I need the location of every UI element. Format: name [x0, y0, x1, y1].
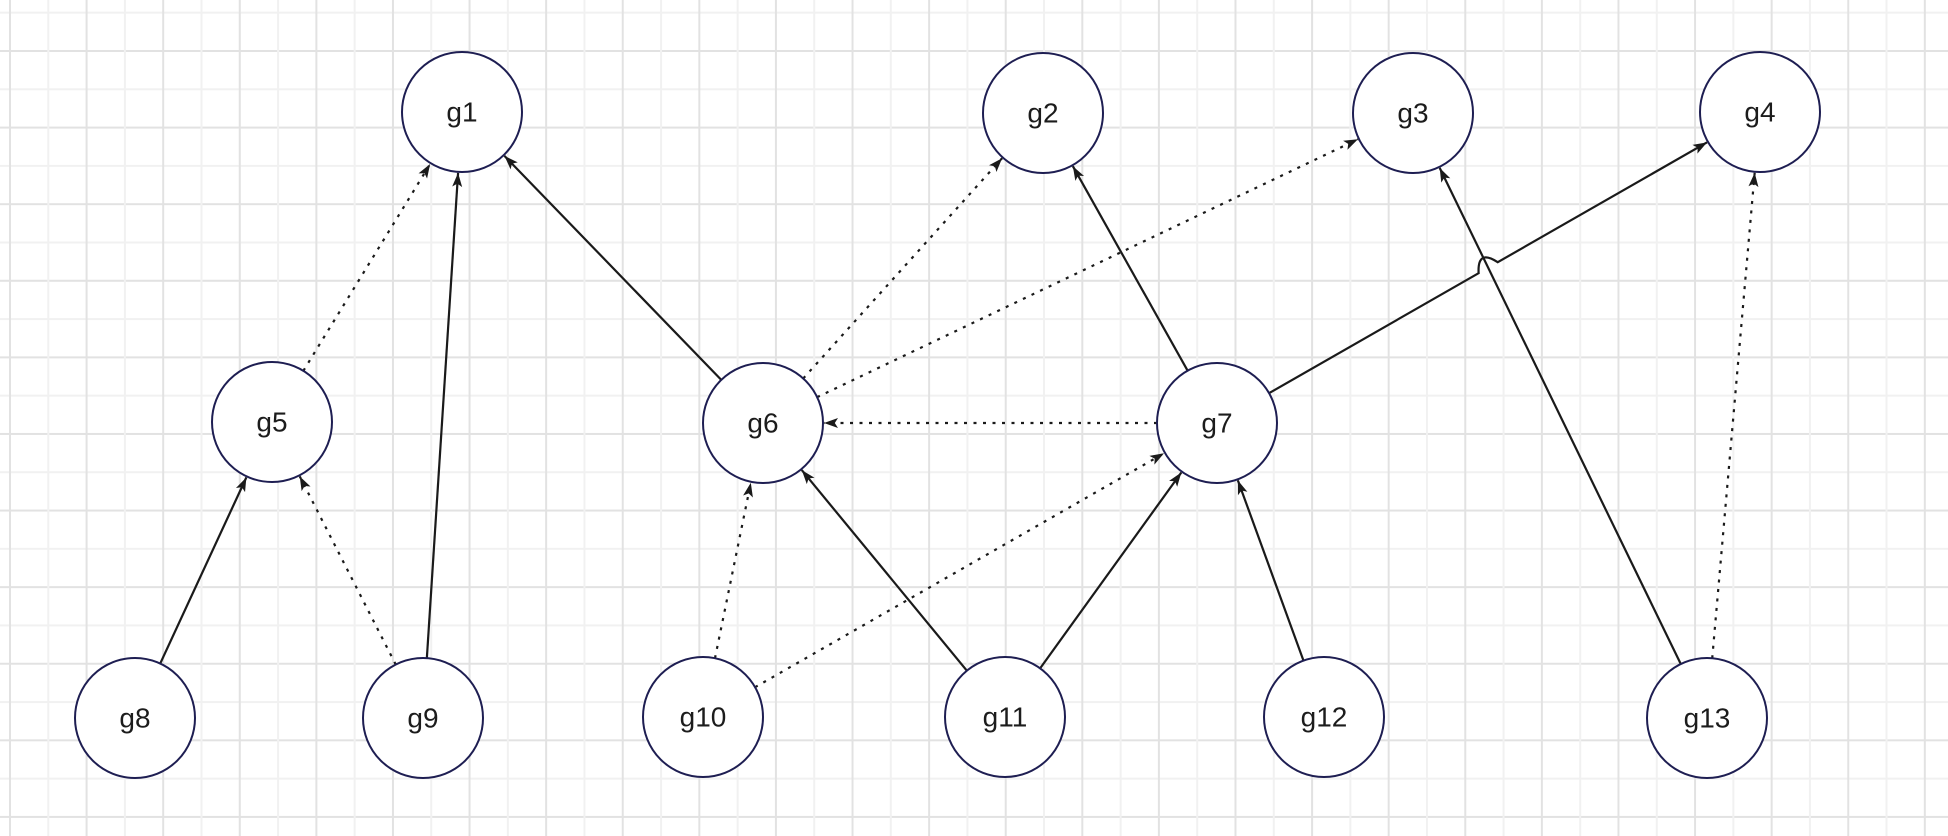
node-g10[interactable]: g10 — [642, 656, 764, 778]
node-circle-g4[interactable] — [1699, 51, 1821, 173]
edge-g10-g6[interactable] — [713, 482, 753, 659]
node-circle-g12[interactable] — [1263, 656, 1385, 778]
node-circle-g6[interactable] — [702, 362, 824, 484]
node-g6[interactable]: g6 — [702, 362, 824, 484]
edge-g6-g2[interactable] — [802, 157, 1003, 380]
edge-g6-g1[interactable] — [503, 155, 723, 381]
node-g5[interactable]: g5 — [211, 361, 333, 483]
node-circle-g7[interactable] — [1156, 362, 1278, 484]
node-g12[interactable]: g12 — [1263, 656, 1385, 778]
edge-g13-g4[interactable] — [1711, 172, 1759, 659]
edge-g11-g6[interactable] — [800, 469, 968, 672]
node-g8[interactable]: g8 — [74, 657, 196, 779]
node-circle-g2[interactable] — [982, 52, 1104, 174]
node-g1[interactable]: g1 — [401, 51, 523, 173]
edge-g10-g7[interactable] — [754, 452, 1165, 689]
node-g11[interactable]: g11 — [944, 656, 1066, 778]
node-circle-g1[interactable] — [401, 51, 523, 173]
node-g3[interactable]: g3 — [1352, 52, 1474, 174]
edge-g6-g3[interactable] — [816, 138, 1359, 399]
node-circle-g5[interactable] — [211, 361, 333, 483]
edge-g8-g5[interactable] — [159, 476, 248, 665]
node-circle-g13[interactable] — [1646, 657, 1768, 779]
node-circle-g8[interactable] — [74, 657, 196, 779]
edge-g13-g3[interactable] — [1438, 167, 1682, 665]
edge-g12-g7[interactable] — [1236, 479, 1305, 661]
edge-g9-g1[interactable] — [425, 172, 463, 659]
node-g9[interactable]: g9 — [362, 657, 484, 779]
node-g13[interactable]: g13 — [1646, 657, 1768, 779]
edge-g11-g7[interactable] — [1039, 471, 1183, 669]
node-circle-g10[interactable] — [642, 656, 764, 778]
edge-g5-g1[interactable] — [302, 163, 432, 372]
node-circle-g11[interactable] — [944, 656, 1066, 778]
node-g2[interactable]: g2 — [982, 52, 1104, 174]
node-g7[interactable]: g7 — [1156, 362, 1278, 484]
edge-g7-g4[interactable] — [1268, 141, 1708, 395]
edge-g7-g2[interactable] — [1071, 165, 1189, 372]
node-g4[interactable]: g4 — [1699, 51, 1821, 173]
node-circle-g3[interactable] — [1352, 52, 1474, 174]
node-circle-g9[interactable] — [362, 657, 484, 779]
edge-g9-g5[interactable] — [298, 475, 397, 666]
